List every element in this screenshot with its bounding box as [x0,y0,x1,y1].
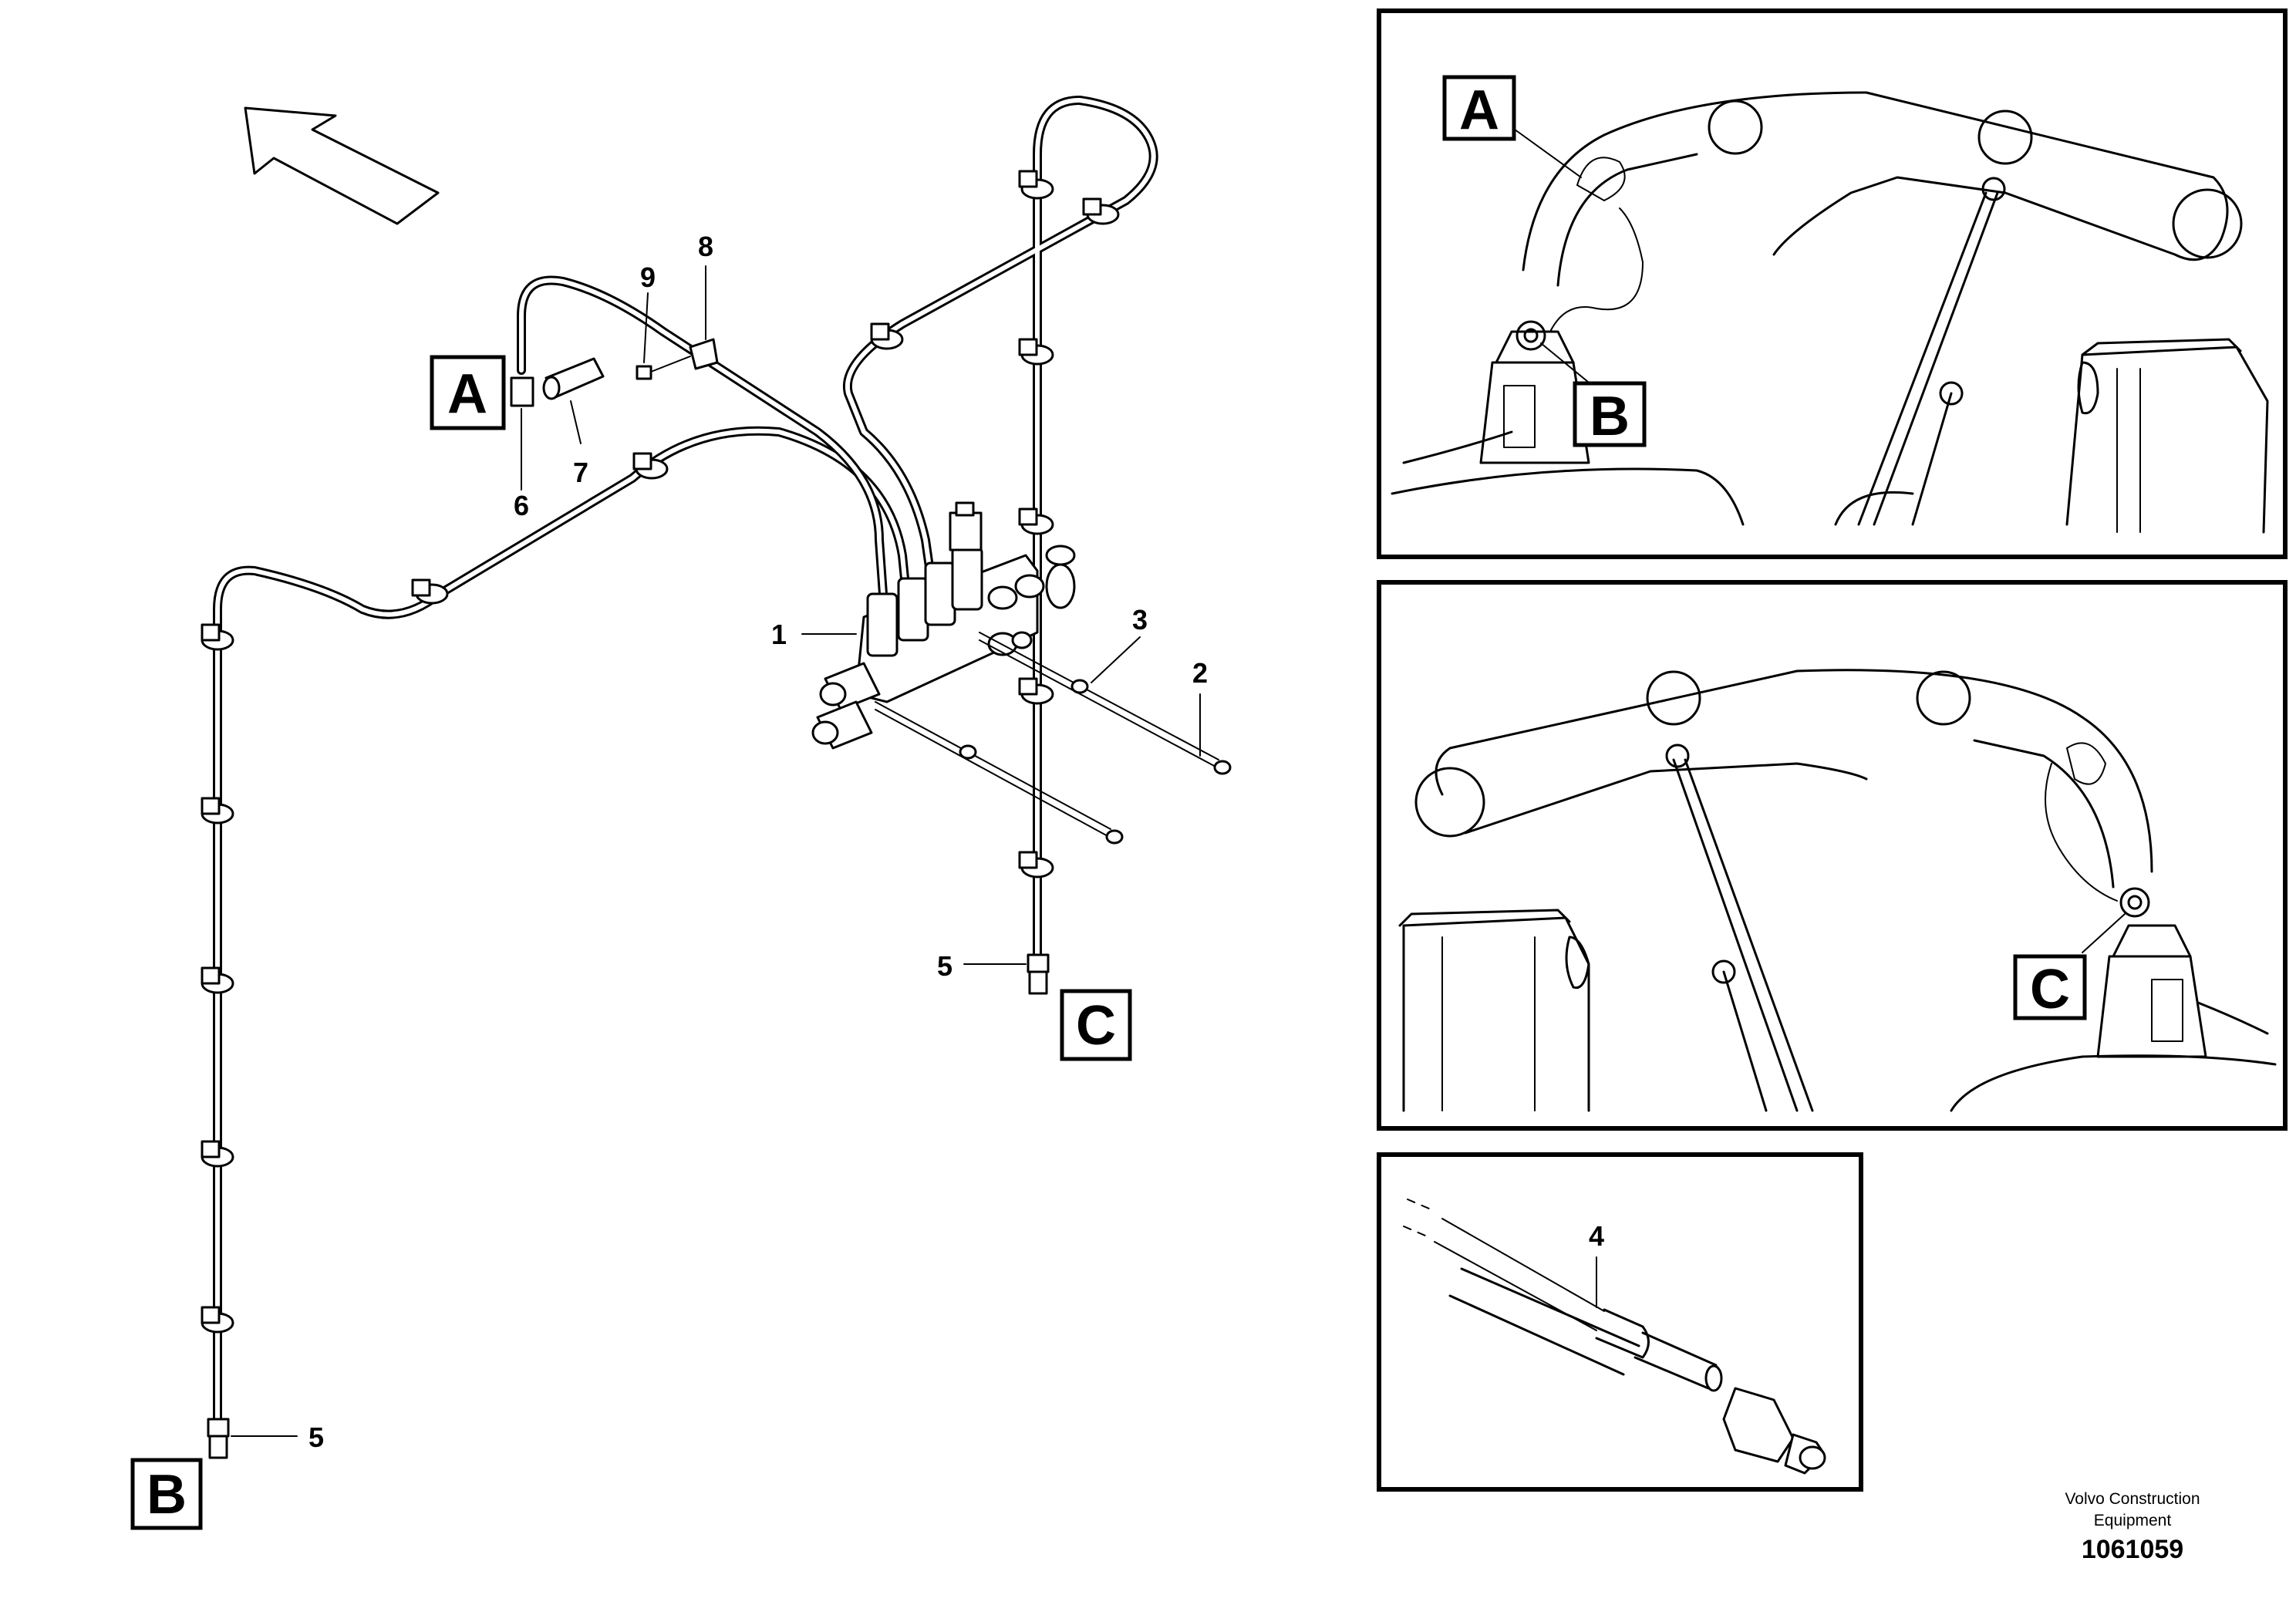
washer-3 [1070,679,1089,694]
hose-left-line [213,426,911,1439]
hose-right-line [842,96,1158,980]
callout-3: 3 [1132,604,1148,636]
footer-brand: Volvo Construction Equipment 1061059 [2065,1490,2200,1564]
pipe-clamp [201,1306,234,1334]
detail-panel-middle: C [1377,580,2288,1131]
callout-4: 4 [1589,1220,1604,1252]
pipe-clamp [201,797,234,824]
distribution-block [811,501,1076,750]
adapter-5-right [1027,953,1050,995]
callout-5-left: 5 [308,1421,324,1453]
callout-6: 6 [514,490,529,521]
pipe-clamp [870,322,904,350]
bolt-2 [979,632,1232,775]
brand-line-2: Equipment [2094,1512,2172,1529]
pipe-clamp [1018,338,1054,366]
svg-text:B: B [147,1464,187,1526]
adapter-5-left [207,1418,230,1459]
label-box-a: A [430,355,506,430]
clip-8 [689,338,719,370]
callout-5-right: 5 [937,950,952,982]
detail-panel-bottom: 4 [1377,1152,1863,1492]
callout-7: 7 [573,457,588,488]
pipe-clamp [1018,170,1054,200]
leader-lines [231,265,1201,1437]
bolt-lower [875,701,1124,845]
pipe-clamp [1018,851,1054,878]
detail-label-b: B [1590,386,1630,447]
hose-a-line [517,275,888,599]
pipe-clamp [1082,197,1120,225]
screw-9 [636,356,691,380]
callout-2: 2 [1192,657,1208,689]
fitting-7 [542,357,605,400]
label-box-c: C [1060,989,1132,1061]
svg-text:C: C [1076,995,1116,1057]
brand-line-1: Volvo Construction [2065,1490,2200,1508]
drawing-number: 1061059 [2082,1535,2183,1564]
svg-text:A: A [447,363,487,425]
pipe-clamp [1018,508,1054,535]
callout-8: 8 [698,231,713,262]
elbow-fitting-6 [510,376,534,407]
pipe-clamp [1018,677,1054,705]
pipe-clamp [201,1140,234,1168]
pipe-clamps [201,170,1120,1334]
direction-arrow-icon [244,106,440,225]
pipe-clamp [201,623,234,651]
label-box-b: B [130,1458,203,1530]
pipe-clamp [411,578,449,605]
pipe-clamp [632,452,669,480]
detail-label-c: C [2030,959,2070,1020]
callout-1: 1 [771,619,787,650]
detail-panel-top: A B [1377,8,2288,559]
pipe-clamp [201,966,234,994]
callout-9: 9 [640,261,656,293]
detail-label-a: A [1459,79,1499,141]
